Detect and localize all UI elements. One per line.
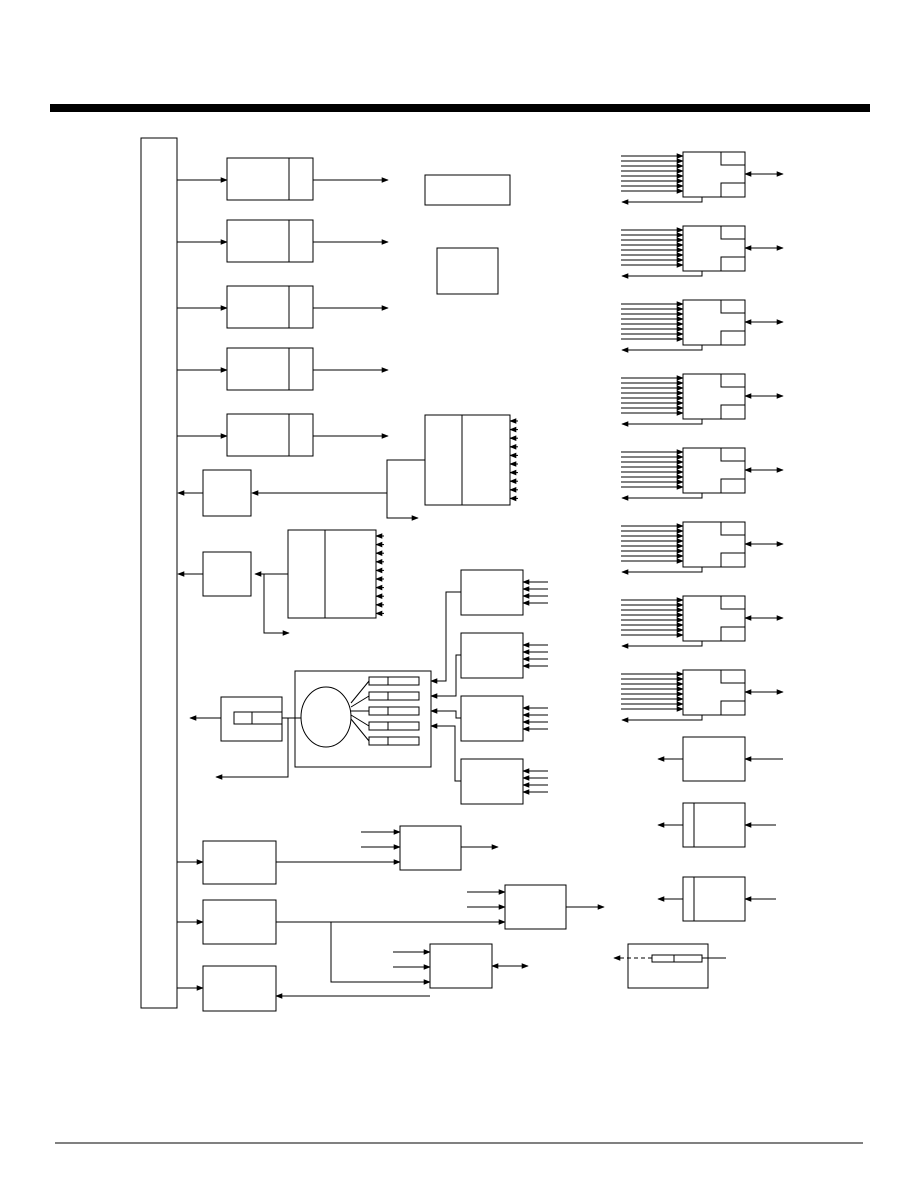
mux-to-reg-connector <box>251 459 425 496</box>
port-cell <box>720 478 745 493</box>
port-block <box>682 373 746 420</box>
latch-cell <box>233 711 253 725</box>
register-block <box>226 219 314 263</box>
state-register <box>368 676 420 686</box>
gate-block <box>504 884 567 930</box>
port-feedback-arrow <box>621 419 703 427</box>
state-fanout <box>350 718 370 742</box>
mux-branch-connector <box>386 493 419 521</box>
state-oval <box>300 686 352 748</box>
input-sub-block <box>460 569 524 616</box>
port-block <box>682 151 746 198</box>
sub-to-state-connector <box>430 708 461 719</box>
port-cell <box>720 596 745 610</box>
lower-block <box>202 899 277 945</box>
control-box <box>436 247 499 295</box>
state-fanout <box>350 714 370 727</box>
register-block <box>226 413 314 457</box>
right-block <box>682 736 746 782</box>
mux-block <box>424 414 511 506</box>
port-block <box>682 669 746 716</box>
port-cell <box>720 670 745 684</box>
register-block <box>226 157 314 201</box>
register-block <box>226 347 314 391</box>
clock-cell <box>651 954 675 963</box>
gate-block <box>429 943 493 989</box>
port-cell <box>720 700 745 715</box>
clock-cell <box>673 954 703 963</box>
port-block <box>682 225 746 272</box>
port-feedback-arrow <box>621 567 703 575</box>
port-cell <box>720 226 745 240</box>
block-branch-connector <box>330 922 431 985</box>
system-bus <box>140 137 178 1009</box>
port-cell <box>720 522 745 536</box>
small-register <box>202 551 252 597</box>
sub-to-state-connector <box>430 723 461 782</box>
state-register <box>368 691 420 701</box>
clock-block <box>627 943 709 989</box>
port-feedback-arrow <box>621 197 703 205</box>
lower-block <box>202 965 277 1012</box>
port-block <box>682 521 746 568</box>
port-block <box>682 595 746 642</box>
latch-cell <box>251 711 283 725</box>
right-block <box>682 876 746 922</box>
port-cell <box>720 404 745 419</box>
mux-block <box>287 529 377 619</box>
port-cell <box>720 182 745 197</box>
state-fanout <box>350 695 370 708</box>
gate-block <box>399 825 462 871</box>
mux-branch-connector <box>263 574 290 636</box>
port-cell <box>720 330 745 345</box>
port-block <box>682 447 746 494</box>
port-cell <box>720 552 745 567</box>
state-machine-block <box>294 670 432 768</box>
lower-block <box>202 840 277 885</box>
small-register <box>202 469 252 517</box>
state-fanout <box>350 680 370 704</box>
state-register <box>368 721 420 731</box>
header-rule <box>50 104 870 112</box>
port-cell <box>720 374 745 388</box>
input-sub-block <box>460 758 524 805</box>
state-output-connector <box>215 718 289 780</box>
register-block <box>226 285 314 329</box>
sub-to-state-connector <box>430 654 461 699</box>
port-feedback-arrow <box>621 493 703 501</box>
input-sub-block <box>460 632 524 679</box>
port-feedback-arrow <box>621 271 703 279</box>
port-cell <box>720 626 745 641</box>
state-register <box>368 736 420 746</box>
port-cell <box>720 152 745 166</box>
input-sub-block <box>460 695 524 742</box>
port-cell <box>720 300 745 314</box>
port-block <box>682 299 746 346</box>
port-cell <box>720 256 745 271</box>
state-register <box>368 706 420 716</box>
port-feedback-arrow <box>621 641 703 649</box>
port-cell <box>720 448 745 462</box>
port-feedback-arrow <box>621 345 703 353</box>
right-block <box>682 802 746 848</box>
port-feedback-arrow <box>621 715 703 723</box>
sub-to-state-connector <box>430 591 461 684</box>
control-box <box>424 174 511 206</box>
